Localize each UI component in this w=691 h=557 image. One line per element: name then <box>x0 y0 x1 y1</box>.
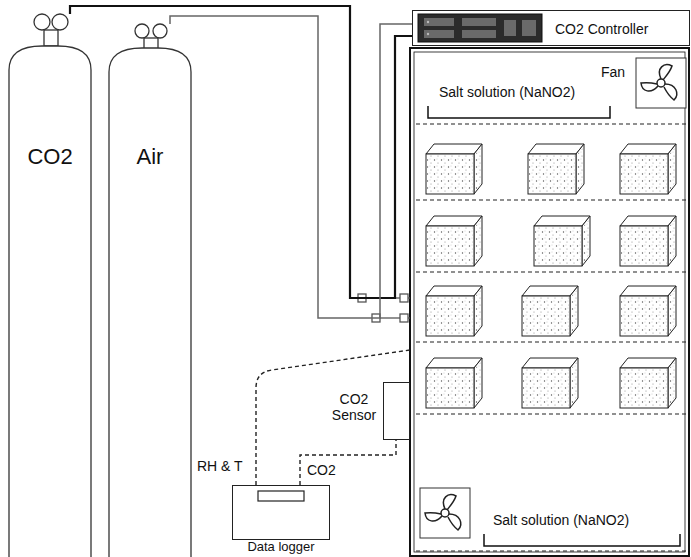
cylinder-outline <box>8 14 92 557</box>
salt-solution-label: Salt solution (NaNO2) <box>492 512 630 528</box>
node-label: Air <box>108 144 192 169</box>
cylinder-outline <box>108 24 192 557</box>
salt-solution-label: Salt solution (NaNO2) <box>438 84 576 100</box>
node-label: CO2 Sensor <box>327 391 381 423</box>
signal-wire <box>300 440 396 485</box>
fan-label: Fan <box>600 64 626 80</box>
edge-label: CO2 <box>306 462 337 478</box>
data-logger: Data logger <box>232 485 330 540</box>
node-label: Data logger <box>247 540 314 555</box>
gas-line <box>170 16 412 318</box>
controller-box: CO2 Controller <box>412 10 690 46</box>
signal-label: RH & T <box>196 458 244 474</box>
node-label: CO2 Controller <box>555 21 648 37</box>
node-label: CO2 <box>8 144 92 169</box>
gas-cylinder: Air <box>108 24 192 557</box>
sensor-box: CO2 Sensor <box>383 382 410 440</box>
gas-cylinder: CO2 <box>8 14 92 557</box>
